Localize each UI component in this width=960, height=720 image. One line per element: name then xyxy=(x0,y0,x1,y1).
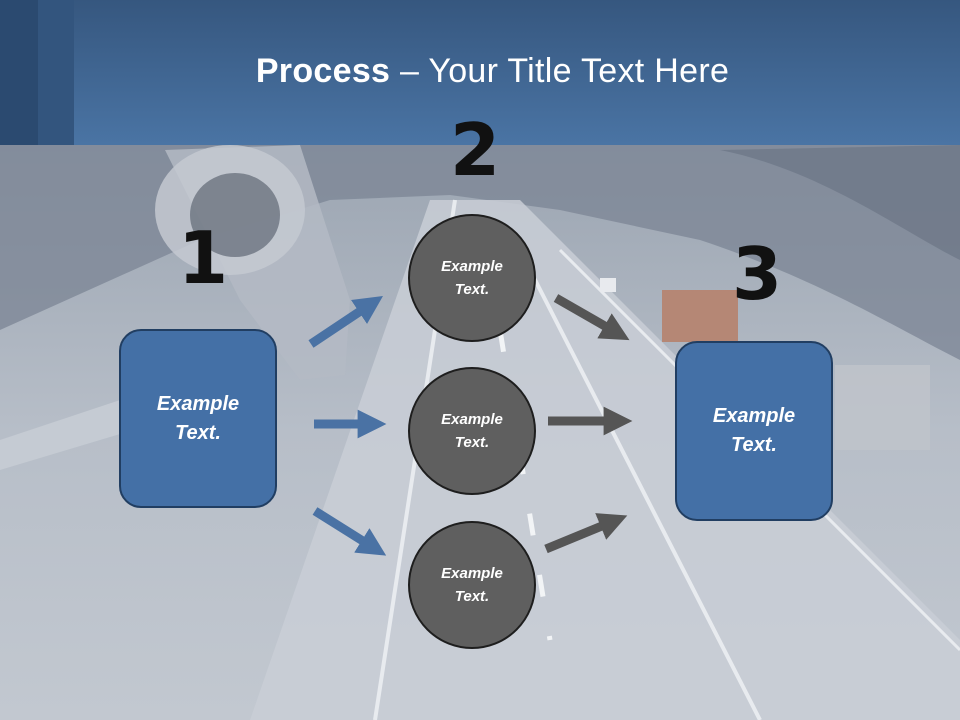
title-bar: Process – Your Title Text Here xyxy=(0,0,960,145)
decorative-strip xyxy=(38,0,74,145)
arrow-down-grey xyxy=(553,294,630,341)
circle-top-line1: Example xyxy=(441,258,503,275)
right-box-line2: Text. xyxy=(731,434,777,456)
circle-middle-line2: Text. xyxy=(454,434,490,451)
decorative-strip xyxy=(0,0,38,145)
title-rest: – Your Title Text Here xyxy=(390,52,730,90)
left-text-box[interactable]: Example Text. xyxy=(119,329,277,508)
title-bold: Process xyxy=(255,52,391,90)
step-number-2[interactable]: 2 xyxy=(450,108,501,192)
circle-middle-line1: Example xyxy=(441,411,503,428)
circle-middle[interactable]: Example Text. xyxy=(408,367,536,495)
right-text-box[interactable]: Example Text. xyxy=(675,341,833,521)
right-box-line1: Example xyxy=(712,405,796,427)
arrow-up-grey xyxy=(544,513,628,554)
step-number-3[interactable]: 3 xyxy=(732,232,783,316)
circle-top-line2: Text. xyxy=(454,281,490,298)
circle-top[interactable]: Example Text. xyxy=(408,214,536,342)
left-box-line1: Example xyxy=(156,392,240,415)
step-number-1[interactable]: 1 xyxy=(178,216,229,300)
circle-bottom[interactable]: Example Text. xyxy=(408,521,536,649)
circle-bottom-line1: Example xyxy=(441,565,503,582)
left-box-line2: Text. xyxy=(175,421,221,444)
slide-title[interactable]: Process – Your Title Text Here xyxy=(0,52,960,91)
arrow-down-blue xyxy=(312,507,387,556)
arrow-up-blue xyxy=(308,296,383,348)
circle-bottom-line2: Text. xyxy=(454,588,490,605)
